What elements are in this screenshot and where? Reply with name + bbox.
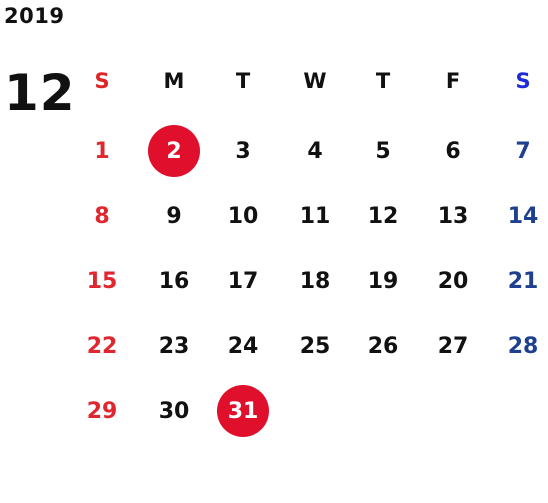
- day-cell-15[interactable]: 15: [86, 268, 118, 294]
- weekday-header-thu: T: [375, 69, 391, 93]
- day-cell-7[interactable]: 7: [515, 138, 531, 164]
- day-cell-27[interactable]: 27: [437, 333, 469, 359]
- day-cell-25[interactable]: 25: [299, 333, 331, 359]
- day-cell-26[interactable]: 26: [367, 333, 399, 359]
- day-cell-29[interactable]: 29: [86, 398, 118, 424]
- day-cell-19[interactable]: 19: [367, 268, 399, 294]
- weekday-header-wed: W: [303, 69, 327, 93]
- day-cell-31[interactable]: 31: [217, 385, 269, 437]
- weekday-header-sun: S: [94, 69, 110, 93]
- day-cell-9[interactable]: 9: [166, 203, 182, 229]
- day-cell-6[interactable]: 6: [445, 138, 461, 164]
- year-label: 2019: [4, 4, 65, 28]
- day-cell-12[interactable]: 12: [367, 203, 399, 229]
- day-cell-2[interactable]: 2: [148, 125, 200, 177]
- day-cell-28[interactable]: 28: [507, 333, 539, 359]
- day-cell-8[interactable]: 8: [94, 203, 110, 229]
- day-cell-1[interactable]: 1: [94, 138, 110, 164]
- weekday-header-sat: S: [515, 69, 531, 93]
- day-cell-3[interactable]: 3: [235, 138, 251, 164]
- month-label: 12: [4, 64, 76, 122]
- day-cell-11[interactable]: 11: [299, 203, 331, 229]
- weekday-header-mon: M: [163, 69, 185, 93]
- day-cell-22[interactable]: 22: [86, 333, 118, 359]
- day-cell-18[interactable]: 18: [299, 268, 331, 294]
- day-cell-13[interactable]: 13: [437, 203, 469, 229]
- day-cell-16[interactable]: 16: [158, 268, 190, 294]
- day-cell-5[interactable]: 5: [375, 138, 391, 164]
- day-cell-23[interactable]: 23: [158, 333, 190, 359]
- day-cell-30[interactable]: 30: [158, 398, 190, 424]
- day-cell-4[interactable]: 4: [307, 138, 323, 164]
- day-cell-24[interactable]: 24: [227, 333, 259, 359]
- day-cell-21[interactable]: 21: [507, 268, 539, 294]
- day-cell-17[interactable]: 17: [227, 268, 259, 294]
- weekday-header-fri: F: [445, 69, 461, 93]
- day-cell-20[interactable]: 20: [437, 268, 469, 294]
- weekday-header-tue: T: [235, 69, 251, 93]
- day-cell-10[interactable]: 10: [227, 203, 259, 229]
- day-cell-14[interactable]: 14: [507, 203, 539, 229]
